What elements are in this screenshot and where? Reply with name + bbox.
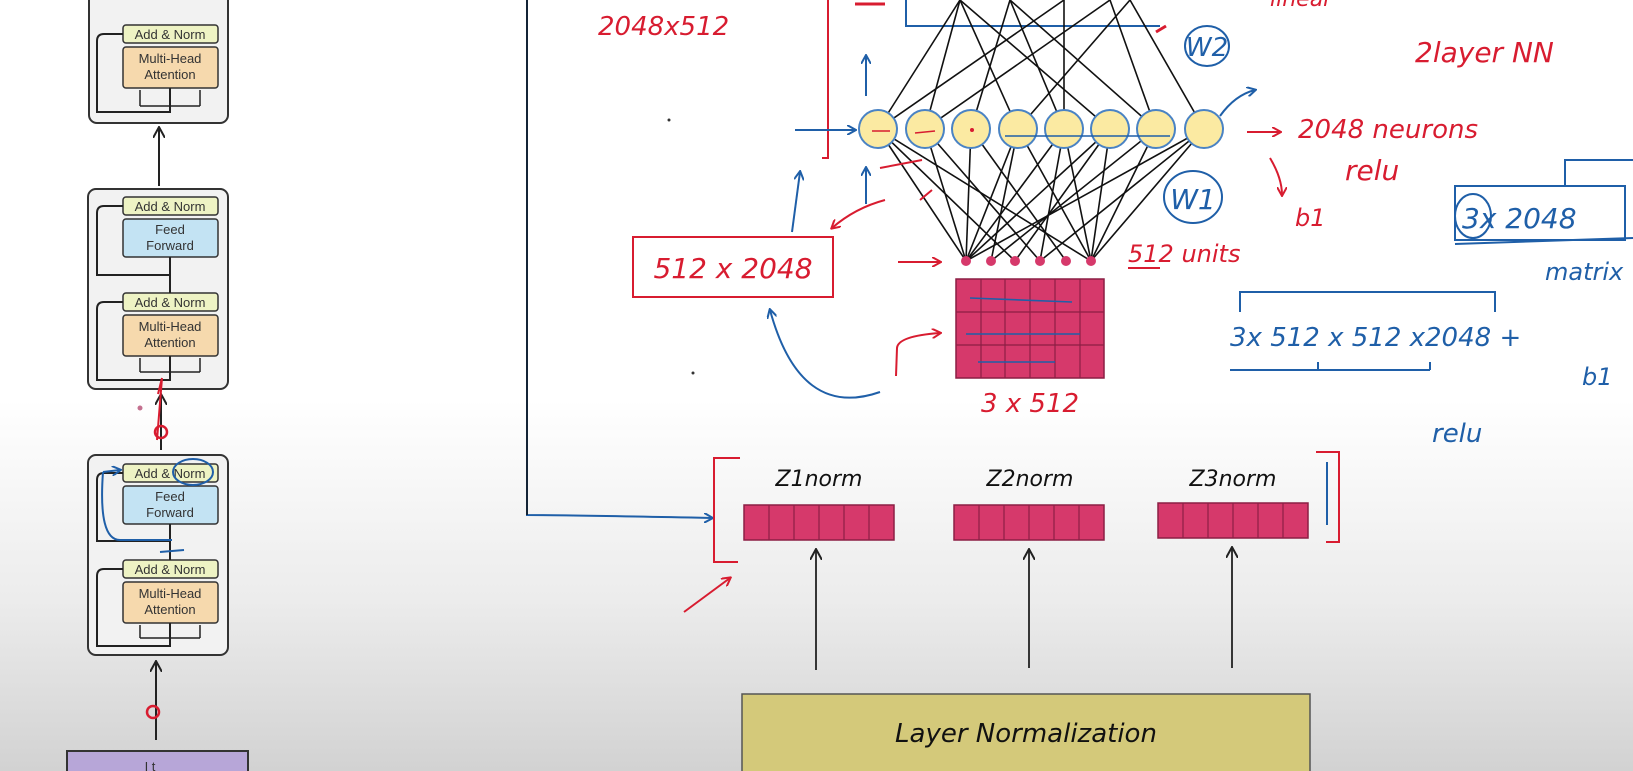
neuron xyxy=(1136,109,1176,149)
layer-normalization-label: Layer Normalization xyxy=(895,719,1157,749)
neuron xyxy=(998,109,1038,149)
annotation-dims-box: 512 x 2048 xyxy=(653,252,812,285)
add-norm-label: Add & Norm xyxy=(135,562,206,577)
add-norm-label: Add & Norm xyxy=(135,295,206,310)
input-matrix xyxy=(955,278,1105,379)
w2-connections xyxy=(877,0,1205,130)
add-norm-label: Add & Norm xyxy=(135,27,206,42)
annotation-top-dims: 2048x512 xyxy=(598,12,729,42)
z-vector-3: Z3norm xyxy=(1157,467,1309,668)
annotation-neurons: 2048 neurons xyxy=(1298,115,1478,145)
ffn-sketch: 2048x512 linear xyxy=(526,0,1633,771)
ff-label-line1: Feed xyxy=(155,222,185,237)
input-units xyxy=(961,256,1096,266)
w1-connections xyxy=(877,128,1205,262)
w1-label: W1 xyxy=(1170,183,1216,216)
attention-label-line1: Multi-Head xyxy=(139,586,202,601)
encoder-block-2: Add & Norm Feed Forward Add & Norm Multi… xyxy=(87,188,229,390)
annotation-b1-a: b1 xyxy=(1295,204,1326,232)
ff-label-line2: Forward xyxy=(146,505,194,520)
w2-label: W2 xyxy=(1186,33,1228,63)
z-vector-1: Z1norm xyxy=(743,467,895,670)
attention-label-line2: Attention xyxy=(144,602,195,617)
annotation-top-right-cut: linear xyxy=(1270,0,1334,12)
encoder-block-1: Add & Norm Multi-Head Attention xyxy=(88,0,229,124)
annotation-matrix-box: 3x 2048 xyxy=(1462,202,1577,235)
neuron xyxy=(905,109,945,149)
annotation-layer-nn: 2layer NN xyxy=(1415,36,1554,69)
annotation-relu-1: relu xyxy=(1345,154,1399,187)
z-vector-2: Z2norm xyxy=(953,467,1105,668)
encoder-block-3: Add & Norm Feed Forward Add & Norm Multi… xyxy=(87,454,229,656)
neuron xyxy=(1184,109,1224,149)
hidden-neurons xyxy=(858,109,1224,149)
ff-label-line2: Forward xyxy=(146,238,194,253)
red-annotation-arrow xyxy=(156,377,163,441)
annotation-b1-b: b1 xyxy=(1582,363,1613,391)
neuron xyxy=(1090,109,1130,149)
skip-connection-line xyxy=(526,0,712,518)
attention-label-line1: Multi-Head xyxy=(139,51,202,66)
layer-normalization-box: Layer Normalization xyxy=(741,693,1311,771)
pink-dot xyxy=(137,405,143,411)
annotation-units: 512 units xyxy=(1128,240,1240,268)
ff-label-line1: Feed xyxy=(155,489,185,504)
annotation-input-dims: 3 x 512 xyxy=(981,389,1079,419)
encoder-stack: Add & Norm Multi-Head Attention Add & No… xyxy=(66,0,249,771)
red-mark xyxy=(153,424,169,440)
z-vector-label: Z3norm xyxy=(1189,467,1277,492)
attention-label-line1: Multi-Head xyxy=(139,319,202,334)
attention-label-line2: Attention xyxy=(144,67,195,82)
z-vector-label: Z1norm xyxy=(775,467,863,492)
add-norm-label: Add & Norm xyxy=(135,466,206,481)
red-mark xyxy=(145,704,161,720)
neuron xyxy=(858,109,898,149)
annotation-matmul: 3x 512 x 512 x2048 + xyxy=(1230,323,1521,353)
z-vector-label: Z2norm xyxy=(986,467,1074,492)
annotation-relu-2: relu xyxy=(1432,419,1482,449)
input-embedding-box xyxy=(66,750,249,771)
annotation-matrix-word: matrix xyxy=(1545,258,1624,286)
neuron xyxy=(1044,109,1084,149)
input-label: I t xyxy=(145,759,156,771)
add-norm-label: Add & Norm xyxy=(135,199,206,214)
attention-label-line2: Attention xyxy=(144,335,195,350)
